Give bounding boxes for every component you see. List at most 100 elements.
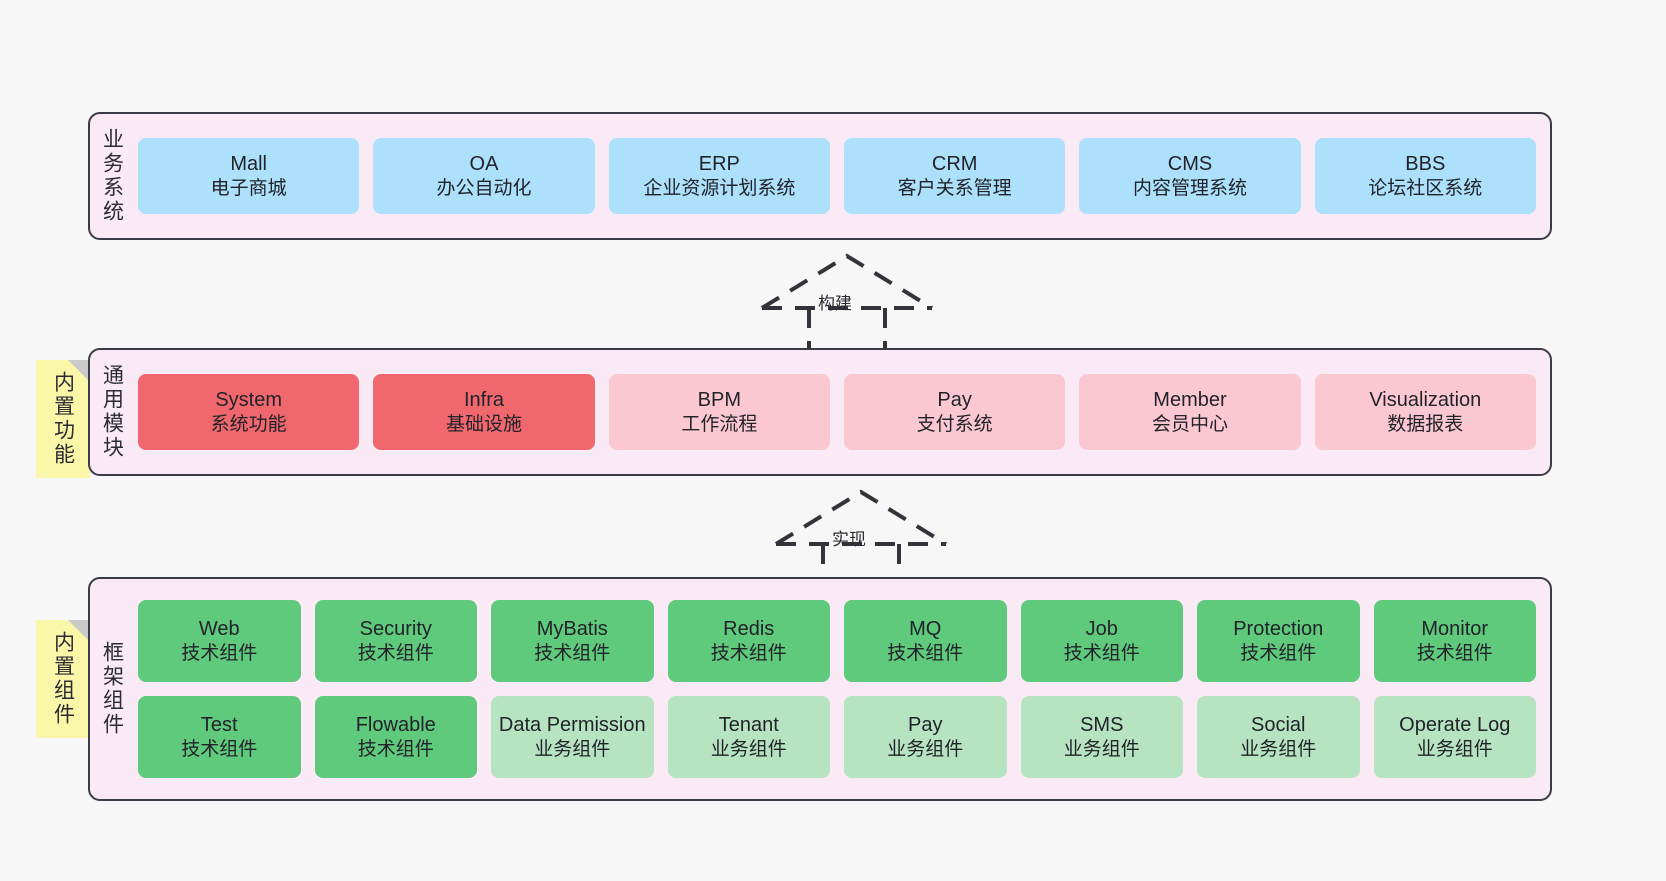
node-label-en: Redis: [723, 618, 775, 641]
node-pay[interactable]: Pay 支付系统: [843, 374, 1066, 450]
band-row-business: Test 技术组件 Flowable 技术组件 Data Permission …: [138, 696, 1536, 778]
node-label-cn: 数据报表: [1387, 413, 1464, 435]
band-row: Mall 电子商城 OA 办公自动化 ERP 企业资源计划系统 CRM 客户关系…: [138, 138, 1536, 214]
node-label-en: CRM: [931, 153, 978, 176]
node-label-cn: 技术组件: [1416, 642, 1493, 664]
sticky-note-builtin-features: 内置功能: [36, 360, 90, 478]
node-data-permission[interactable]: Data Permission 业务组件: [491, 696, 654, 778]
node-label-cn: 办公自动化: [436, 177, 532, 199]
generalization-arrow-implement: 实现: [766, 488, 956, 588]
node-label-en: Data Permission: [498, 714, 646, 737]
node-label-cn: 业务组件: [534, 738, 611, 760]
node-test[interactable]: Test 技术组件: [138, 696, 301, 778]
node-security[interactable]: Security 技术组件: [314, 600, 477, 682]
node-label-cn: 技术组件: [710, 642, 787, 664]
node-label-cn: 技术组件: [1240, 642, 1317, 664]
node-sms[interactable]: SMS 业务组件: [1020, 696, 1183, 778]
node-label-en: Flowable: [355, 714, 436, 737]
node-label-en: System: [215, 389, 282, 412]
node-label-cn: 内容管理系统: [1132, 177, 1247, 199]
note-label: 内置组件: [51, 631, 75, 727]
node-label-cn: 会员中心: [1151, 413, 1228, 435]
node-social[interactable]: Social 业务组件: [1197, 696, 1360, 778]
node-redis[interactable]: Redis 技术组件: [667, 600, 830, 682]
node-label-en: Job: [1085, 618, 1118, 641]
node-pay-component[interactable]: Pay 业务组件: [844, 696, 1007, 778]
generalization-arrow-build: 构建: [752, 252, 942, 352]
node-system[interactable]: System 系统功能: [138, 374, 360, 450]
node-mall[interactable]: Mall 电子商城: [138, 138, 360, 214]
node-label-en: Social: [1251, 714, 1306, 737]
node-label-en: MQ: [909, 618, 942, 641]
node-label-en: OA: [469, 153, 499, 176]
node-label-en: Test: [200, 714, 238, 737]
node-mq[interactable]: MQ 技术组件: [844, 600, 1007, 682]
node-operate-log[interactable]: Operate Log 业务组件: [1373, 696, 1536, 778]
node-label-en: ERP: [698, 153, 740, 176]
band-body-framework-components: Web 技术组件 Security 技术组件 MyBatis 技术组件 Redi…: [134, 579, 1550, 799]
node-bpm[interactable]: BPM 工作流程: [608, 374, 830, 450]
node-label-en: BBS: [1405, 153, 1446, 176]
node-label-cn: 技术组件: [1063, 642, 1140, 664]
node-monitor[interactable]: Monitor 技术组件: [1373, 600, 1536, 682]
node-label-cn: 工作流程: [681, 413, 758, 435]
band-title-framework-components: 框架组件: [100, 641, 124, 737]
node-label-cn: 系统功能: [210, 413, 287, 435]
node-label-en: Pay: [908, 714, 943, 737]
node-infra[interactable]: Infra 基础设施: [373, 374, 595, 450]
node-cms[interactable]: CMS 内容管理系统: [1079, 138, 1301, 214]
node-label-en: Visualization: [1369, 389, 1482, 412]
node-oa[interactable]: OA 办公自动化: [373, 138, 595, 214]
node-job[interactable]: Job 技术组件: [1020, 600, 1183, 682]
node-label-cn: 企业资源计划系统: [643, 177, 796, 199]
arrow-label-implement: 实现: [832, 530, 866, 549]
node-label-en: Member: [1153, 389, 1227, 412]
node-label-cn: 论坛社区系统: [1368, 177, 1483, 199]
node-label-en: Operate Log: [1399, 714, 1511, 737]
band-body-common-modules: System 系统功能 Infra 基础设施 BPM 工作流程 Pay 支付系统…: [134, 350, 1550, 474]
node-visualization[interactable]: Visualization 数据报表: [1314, 374, 1536, 450]
node-flowable[interactable]: Flowable 技术组件: [314, 696, 477, 778]
node-label-en: Security: [359, 618, 432, 641]
node-crm[interactable]: CRM 客户关系管理: [843, 138, 1066, 214]
node-label-cn: 电子商城: [210, 177, 287, 199]
node-label-cn: 业务组件: [1240, 738, 1317, 760]
node-tenant[interactable]: Tenant 业务组件: [667, 696, 830, 778]
node-label-en: Infra: [463, 389, 504, 412]
node-label-en: SMS: [1080, 714, 1124, 737]
band-business-systems: 业务系统 Mall 电子商城 OA 办公自动化 ERP 企业资源计划系统 CRM…: [88, 112, 1552, 240]
node-label-en: Monitor: [1421, 618, 1489, 641]
band-title-common-modules: 通用模块: [100, 364, 124, 460]
node-bbs[interactable]: BBS 论坛社区系统: [1314, 138, 1536, 214]
node-label-cn: 技术组件: [181, 738, 258, 760]
note-label: 内置功能: [51, 371, 75, 467]
node-label-cn: 技术组件: [357, 642, 434, 664]
node-label-cn: 技术组件: [357, 738, 434, 760]
node-label-en: Web: [198, 618, 240, 641]
band-row-tech: Web 技术组件 Security 技术组件 MyBatis 技术组件 Redi…: [138, 600, 1536, 682]
node-label-cn: 业务组件: [710, 738, 787, 760]
node-web[interactable]: Web 技术组件: [138, 600, 301, 682]
node-label-cn: 技术组件: [181, 642, 258, 664]
node-label-cn: 技术组件: [534, 642, 611, 664]
node-protection[interactable]: Protection 技术组件: [1197, 600, 1360, 682]
node-label-en: CMS: [1167, 153, 1213, 176]
node-label-cn: 客户关系管理: [897, 177, 1012, 199]
arrow-label-build: 构建: [818, 294, 852, 313]
node-member[interactable]: Member 会员中心: [1079, 374, 1301, 450]
node-label-cn: 业务组件: [1416, 738, 1493, 760]
node-erp[interactable]: ERP 企业资源计划系统: [608, 138, 830, 214]
band-common-modules: 通用模块 System 系统功能 Infra 基础设施 BPM 工作流程 Pay…: [88, 348, 1552, 476]
band-framework-components: 框架组件 Web 技术组件 Security 技术组件 MyBatis 技术组件…: [88, 577, 1552, 801]
note-fold-icon: [68, 620, 90, 642]
band-title-business-systems: 业务系统: [100, 128, 124, 224]
note-fold-icon: [68, 360, 90, 382]
node-mybatis[interactable]: MyBatis 技术组件: [491, 600, 654, 682]
sticky-note-builtin-components: 内置组件: [36, 620, 90, 738]
node-label-en: Protection: [1233, 618, 1324, 641]
node-label-en: Mall: [230, 153, 267, 176]
node-label-cn: 支付系统: [916, 413, 993, 435]
band-row: System 系统功能 Infra 基础设施 BPM 工作流程 Pay 支付系统…: [138, 374, 1536, 450]
node-label-cn: 业务组件: [887, 738, 964, 760]
